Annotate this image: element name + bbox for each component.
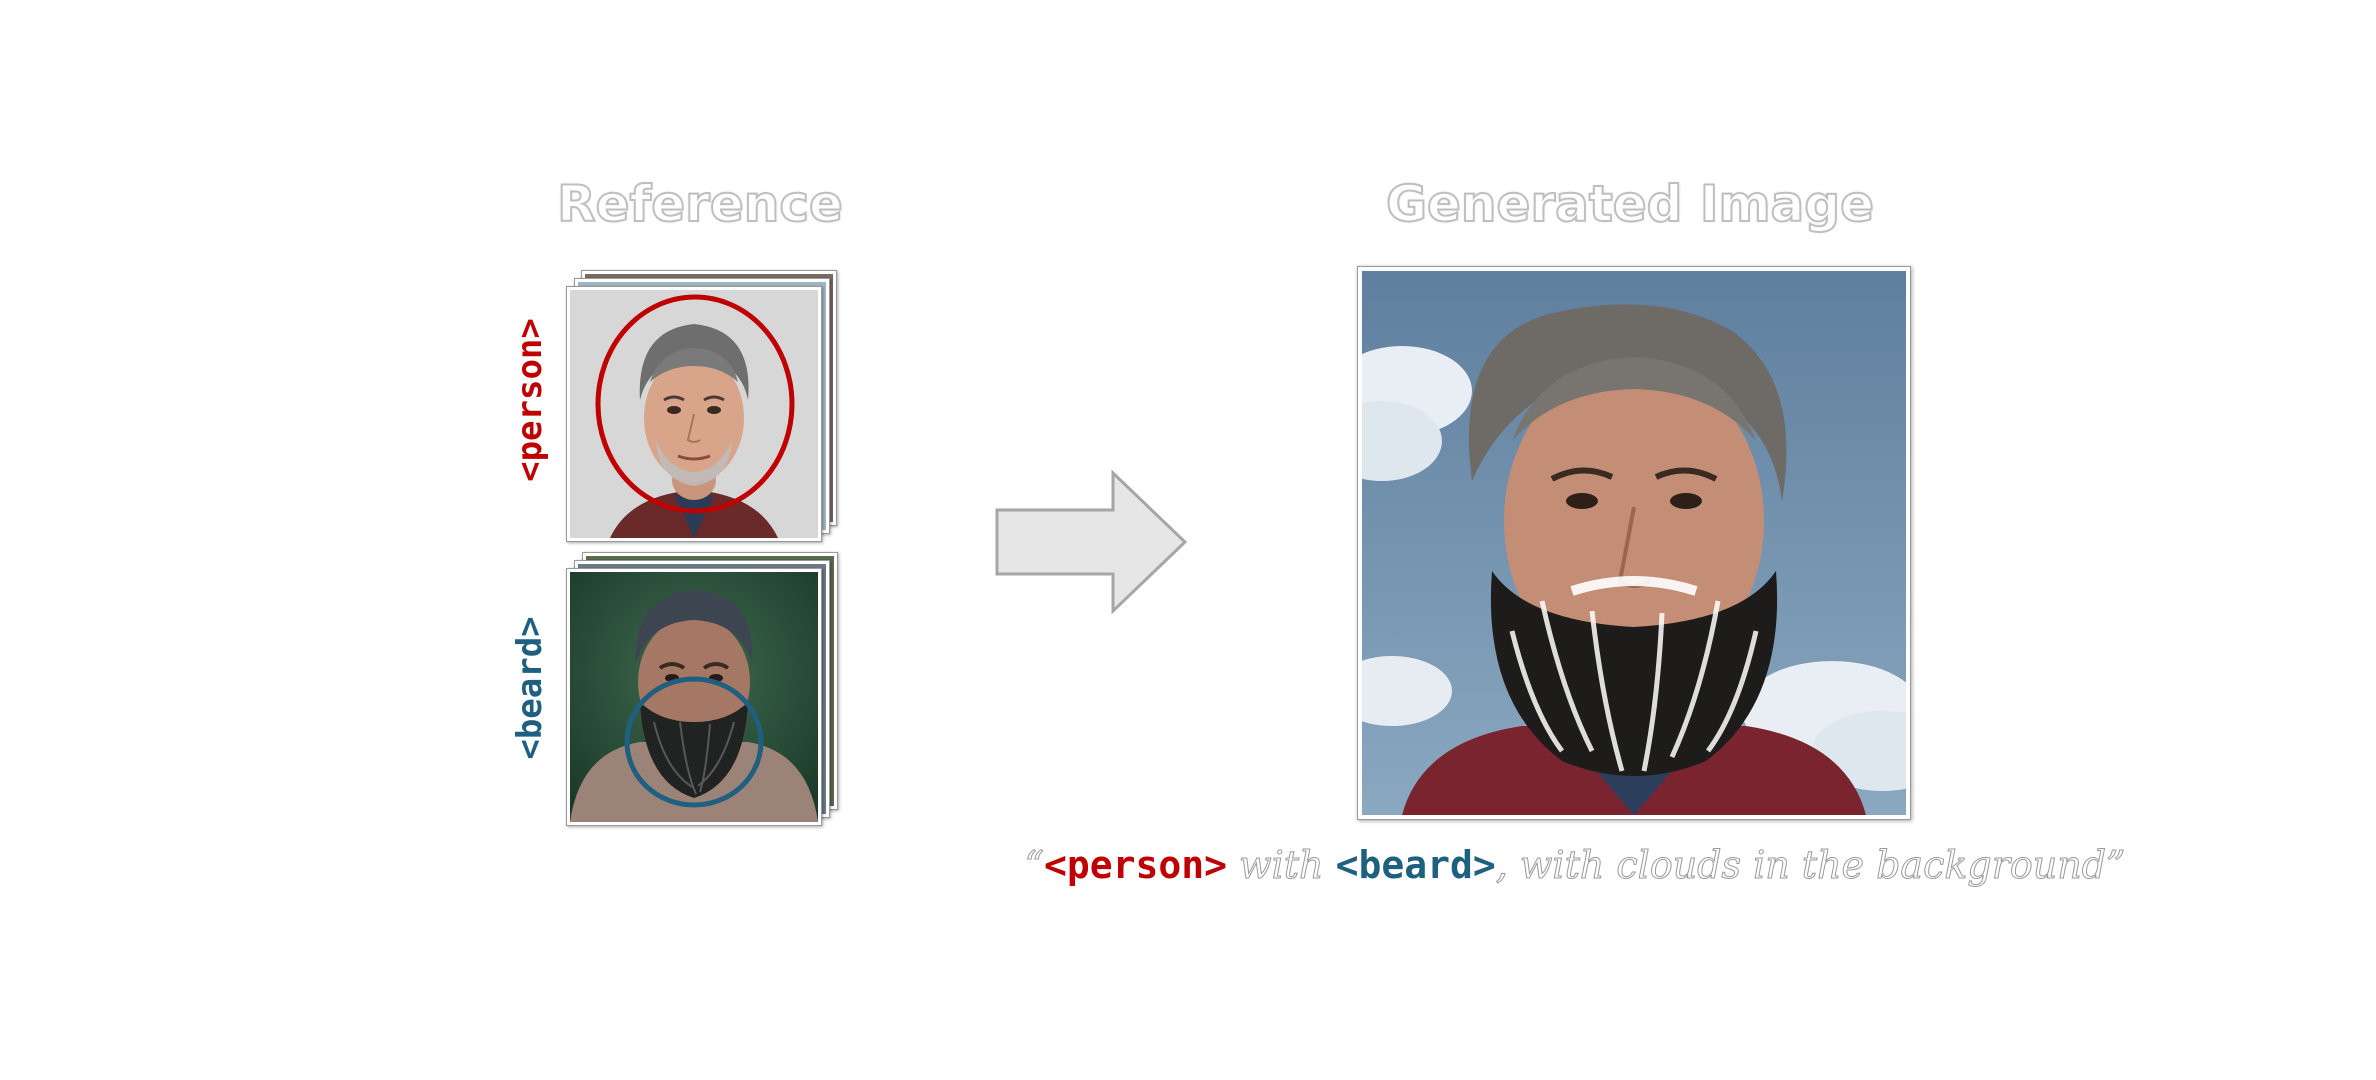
right-arrow-icon (995, 470, 1188, 615)
beard-reference-photo (566, 568, 822, 826)
caption-text-with: with (1226, 843, 1336, 888)
caption-beard-token: <beard> (1335, 843, 1496, 887)
caption-open-quote: “ (1024, 843, 1044, 888)
generated-image-heading: Generated Image (1385, 174, 1875, 234)
prompt-caption: “<person> with <beard>, with clouds in t… (1000, 843, 2150, 888)
generated-image (1357, 266, 1911, 820)
person-highlight-circle (595, 294, 795, 514)
person-reference-photo (566, 286, 822, 542)
beard-token-label: <beard> (510, 616, 550, 760)
beard-highlight-circle (624, 676, 764, 808)
caption-text-tail: , with clouds in the background” (1495, 843, 2126, 888)
reference-heading: Reference (556, 174, 844, 234)
person-token-label: <person> (510, 318, 550, 482)
caption-person-token: <person> (1043, 843, 1227, 887)
